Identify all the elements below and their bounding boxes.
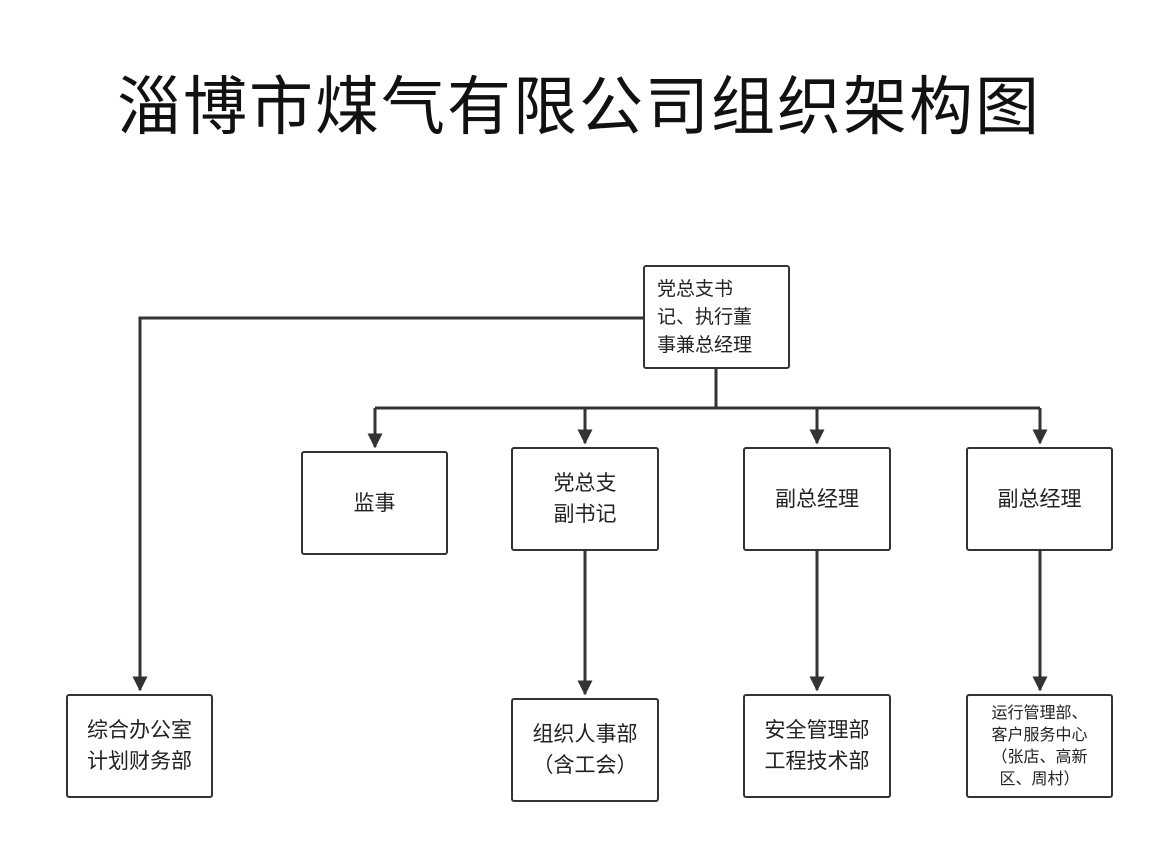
chart-title: 淄博市煤气有限公司组织架构图 [117,71,1041,145]
node-operations-service: 运行管理部、 客户服务中心 （张店、高新 区、周村） [966,694,1113,798]
node-general-manager: 党总支书 记、执行董 事兼总经理 [643,265,790,369]
node-admin-finance: 综合办公室 计划财务部 [66,694,213,798]
node-supervisor: 监事 [301,451,448,555]
edge-gm-to-admin-finance [132,316,643,692]
node-deputy-general-manager-1: 副总经理 [743,447,891,551]
node-hr-department: 组织人事部 （含工会） [511,698,659,802]
node-deputy-general-manager-2: 副总经理 [966,447,1113,551]
node-party-deputy-secretary: 党总支 副书记 [511,447,659,551]
node-safety-engineering: 安全管理部 工程技术部 [743,694,891,798]
